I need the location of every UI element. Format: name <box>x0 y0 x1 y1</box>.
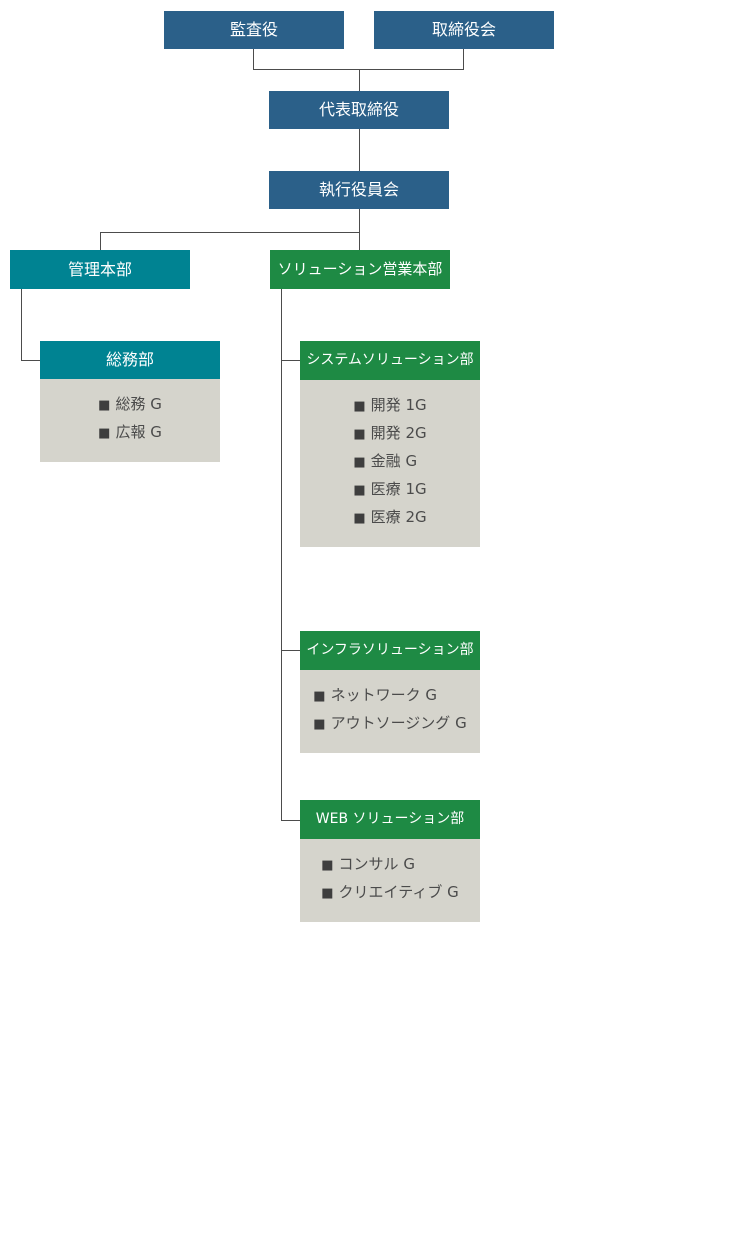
group-item-label: 医療 2G <box>370 508 427 526</box>
group-item-label: アウトソージング G <box>330 714 467 732</box>
org-panel-infra-solution-title: インフラソリューション部 <box>300 631 480 670</box>
group-item-label: 総務 G <box>115 395 162 413</box>
connector-line <box>253 69 464 70</box>
connector-line <box>359 129 360 171</box>
org-panel-infra-solution: インフラソリューション部 ■ ネットワーク G ■ アウトソージング G <box>300 631 480 753</box>
connector-line <box>359 69 360 91</box>
org-panel-general-affairs: 総務部 ■ 総務 G ■ 広報 G <box>40 341 220 462</box>
group-item-label: 開発 2G <box>370 424 427 442</box>
org-box-board-of-directors: 取締役会 <box>374 11 554 49</box>
group-item: ■ 医療 1G <box>353 476 426 504</box>
org-panel-general-affairs-title: 総務部 <box>40 341 220 379</box>
org-box-auditor: 監査役 <box>164 11 344 49</box>
group-item: ■ 開発 2G <box>353 420 426 448</box>
group-item: ■ 広報 G <box>98 419 162 447</box>
group-item-label: 開発 1G <box>370 396 427 414</box>
bullet-square-icon: ■ <box>321 886 334 901</box>
group-list: ■ 開発 1G ■ 開発 2G ■ 金融 G ■ 医療 1G ■ 医療 2G <box>353 380 426 547</box>
bullet-square-icon: ■ <box>313 689 326 704</box>
org-panel-system-solution: システムソリューション部 ■ 開発 1G ■ 開発 2G ■ 金融 G ■ 医療 1G ■ 医療 … <box>300 341 480 547</box>
org-box-executive-officers-committee: 執行役員会 <box>269 171 449 209</box>
group-item: ■ 金融 G <box>353 448 426 476</box>
bullet-square-icon: ■ <box>353 483 366 498</box>
group-item-label: クリエイティブ G <box>338 883 459 901</box>
org-box-solution-sales-hq: ソリューション営業本部 <box>270 250 450 289</box>
bullet-square-icon: ■ <box>353 455 366 470</box>
bullet-square-icon: ■ <box>313 717 326 732</box>
group-item-label: 医療 1G <box>370 480 427 498</box>
connector-line <box>21 289 22 360</box>
bullet-square-icon: ■ <box>98 426 111 441</box>
connector-line <box>281 360 300 361</box>
org-box-administration-hq: 管理本部 <box>10 250 190 289</box>
org-panel-general-affairs-body: ■ 総務 G ■ 広報 G <box>40 379 220 462</box>
connector-line <box>281 650 300 651</box>
connector-line <box>253 49 254 69</box>
connector-line <box>359 209 360 232</box>
org-panel-infra-solution-body: ■ ネットワーク G ■ アウトソージング G <box>300 670 480 753</box>
connector-line <box>359 232 360 250</box>
org-panel-system-solution-title: システムソリューション部 <box>300 341 480 380</box>
group-list: ■ コンサル G ■ クリエイティブ G <box>321 839 459 922</box>
org-box-representative-director: 代表取締役 <box>269 91 449 129</box>
org-panel-web-solution: WEB ソリューション部 ■ コンサル G ■ クリエイティブ G <box>300 800 480 922</box>
connector-line <box>281 820 300 821</box>
bullet-square-icon: ■ <box>353 511 366 526</box>
group-item: ■ アウトソージング G <box>313 710 466 738</box>
group-item-label: 金融 G <box>370 452 418 470</box>
bullet-square-icon: ■ <box>321 858 334 873</box>
connector-line <box>21 360 40 361</box>
org-panel-system-solution-body: ■ 開発 1G ■ 開発 2G ■ 金融 G ■ 医療 1G ■ 医療 2G <box>300 380 480 547</box>
org-panel-web-solution-title: WEB ソリューション部 <box>300 800 480 839</box>
group-item: ■ 開発 1G <box>353 392 426 420</box>
bullet-square-icon: ■ <box>98 398 111 413</box>
connector-line <box>281 289 282 820</box>
bullet-square-icon: ■ <box>353 399 366 414</box>
connector-line <box>463 49 464 69</box>
group-item: ■ コンサル G <box>321 851 459 879</box>
org-panel-web-solution-body: ■ コンサル G ■ クリエイティブ G <box>300 839 480 922</box>
group-item: ■ ネットワーク G <box>313 682 466 710</box>
bullet-square-icon: ■ <box>353 427 366 442</box>
group-list: ■ ネットワーク G ■ アウトソージング G <box>313 670 466 753</box>
group-item-label: 広報 G <box>115 423 162 441</box>
group-item: ■ 医療 2G <box>353 504 426 532</box>
connector-line <box>100 232 360 233</box>
group-list: ■ 総務 G ■ 広報 G <box>98 379 162 462</box>
connector-line <box>100 232 101 250</box>
group-item: ■ 総務 G <box>98 391 162 419</box>
group-item-label: ネットワーク G <box>330 686 437 704</box>
group-item: ■ クリエイティブ G <box>321 879 459 907</box>
group-item-label: コンサル G <box>338 855 415 873</box>
